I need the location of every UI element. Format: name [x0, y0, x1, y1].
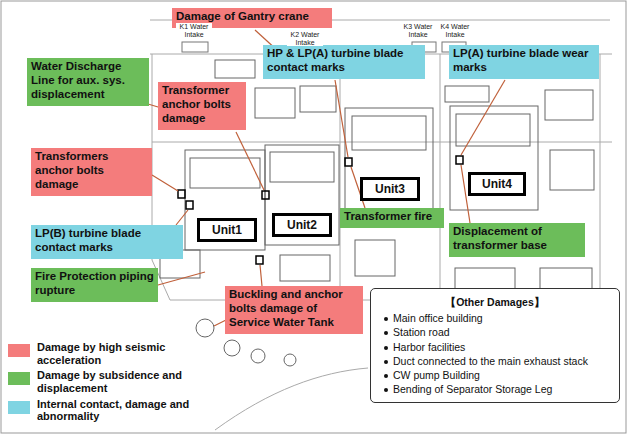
damage-marker [178, 190, 185, 198]
callout-box: Displacement of transformer base [449, 223, 585, 257]
callout-text: Damage of Gantry crane [176, 10, 328, 24]
callout-box: Transformer fire [340, 208, 444, 228]
building [550, 150, 594, 190]
legend-row: Damage by high seismic acceleration [8, 341, 208, 366]
turbine-building [270, 152, 334, 182]
intake-label: K4 Water Intake [437, 23, 473, 38]
damage-marker [456, 156, 463, 164]
legend-row: Internal contact, damage and abnormality [8, 398, 208, 423]
unit-label: Unit3 [365, 182, 415, 196]
damage-marker [186, 201, 193, 209]
callout-box: Transformer anchor bolts damage [158, 82, 246, 130]
unit-building [345, 108, 433, 220]
legend-text: Damage by subsidence and displacement [37, 369, 205, 394]
callout-box: Water Discharge Line for aux. sys. displ… [27, 58, 149, 106]
unit-box: Unit4 [468, 172, 526, 196]
list-item: Duct connected to the main exhaust stack [381, 354, 609, 368]
callout-text: Transformer anchor bolts damage [162, 84, 242, 125]
callout-text: Displacement of transformer base [453, 225, 581, 253]
legend-text: Internal contact, damage and abnormality [37, 398, 205, 423]
building [255, 88, 295, 118]
building [445, 86, 489, 102]
list-item: Bending of Separator Storage Leg [381, 382, 609, 396]
leader-line [335, 80, 348, 157]
legend-swatch [8, 372, 30, 385]
leader-line [158, 272, 205, 285]
service-water-tank [196, 319, 214, 337]
legend-row: Damage by subsidence and displacement [8, 369, 208, 394]
tank [224, 340, 240, 356]
tank [251, 349, 265, 363]
callout-text: Fire Protection piping rupture [35, 270, 154, 298]
building [280, 255, 330, 281]
list-item: Station road [381, 325, 609, 339]
unit-box: Unit2 [272, 213, 332, 237]
callout-text: LP(A) turbine blade wear marks [453, 47, 595, 75]
legend-swatch [8, 344, 30, 357]
unit-label: Unit4 [473, 177, 521, 191]
unit-box: Unit1 [197, 218, 257, 242]
leader-line [152, 175, 178, 191]
turbine-building [456, 114, 530, 146]
buildings [160, 60, 594, 292]
road [440, 54, 441, 300]
road [600, 54, 601, 300]
intake-label: K2 Water Intake [287, 31, 323, 46]
callout-text: LP(B) turbine blade contact marks [35, 227, 179, 255]
legend-swatch [8, 401, 30, 414]
unit-label: Unit2 [277, 218, 327, 232]
callout-text: Transformer fire [344, 210, 440, 224]
list-item: Main office building [381, 311, 609, 325]
list-item: Harbor facilities [381, 340, 609, 354]
turbine-building [190, 158, 260, 188]
damage-marker [345, 158, 352, 166]
list-heading: 【Other Damages】 [381, 295, 609, 309]
unit-building [265, 145, 339, 245]
unit-building [450, 106, 538, 210]
leader-line [176, 210, 188, 225]
callout-text: Buckling and anchor bolts damage of Serv… [229, 288, 359, 329]
callout-box: Transformers anchor bolts damage [31, 148, 152, 196]
tank [284, 354, 296, 366]
station-road [215, 368, 368, 430]
unit-box: Unit3 [360, 177, 420, 201]
legend-text: Damage by high seismic acceleration [37, 341, 205, 366]
building [300, 86, 336, 112]
road [152, 142, 612, 143]
building [545, 90, 593, 120]
intake-label: K3 Water Intake [400, 23, 436, 38]
legend-panel: Damage by high seismic accelerationDamag… [2, 338, 208, 432]
damage-markers [178, 156, 463, 264]
callout-box: LP(A) turbine blade wear marks [449, 45, 599, 79]
leader-line [461, 80, 505, 155]
callout-text: HP & LP(A) turbine blade contact marks [267, 47, 421, 75]
intake-label: K1 Water Intake [176, 23, 212, 38]
list-item: CW pump Building [381, 368, 609, 382]
other-damages-box: 【Other Damages】 Main office buildingStati… [370, 288, 620, 403]
building [215, 60, 255, 78]
turbine-building [352, 116, 426, 150]
callout-box: HP & LP(A) turbine blade contact marks [263, 45, 425, 79]
callout-box: LP(B) turbine blade contact marks [31, 225, 183, 259]
callout-box: Fire Protection piping rupture [31, 268, 158, 302]
callout-box: Buckling and anchor bolts damage of Serv… [225, 286, 363, 334]
leader-line [236, 132, 264, 190]
leader-line [260, 265, 262, 286]
building [455, 268, 515, 290]
intake [182, 42, 208, 52]
callout-text: Transformers anchor bolts damage [35, 150, 148, 191]
unit-label: Unit1 [202, 223, 252, 237]
building [355, 240, 395, 276]
road [340, 54, 341, 300]
unit-building [185, 150, 265, 250]
callout-text: Water Discharge Line for aux. sys. displ… [31, 60, 145, 101]
damage-marker [256, 256, 263, 264]
damage-marker [262, 191, 269, 199]
